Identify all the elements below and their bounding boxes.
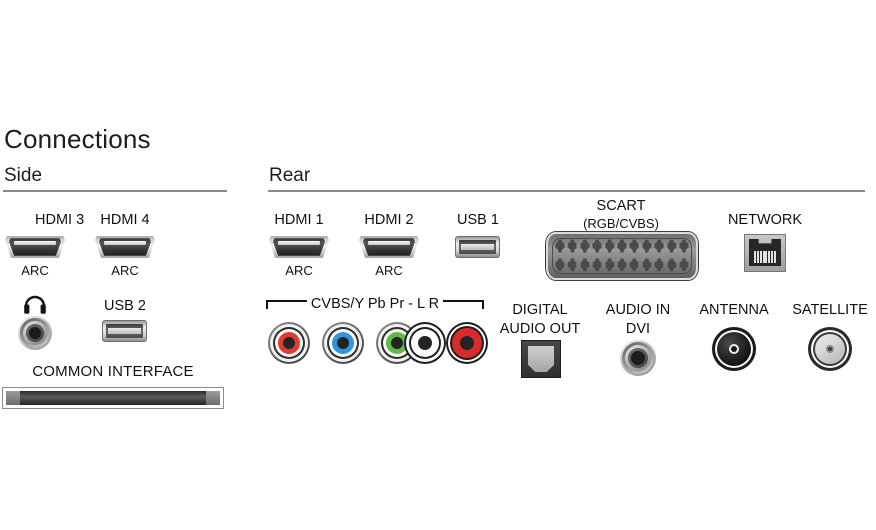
rj45-pin bbox=[768, 251, 771, 263]
scart-pin bbox=[592, 239, 603, 253]
audio-in-dvi-label-line1: AUDIO IN bbox=[605, 302, 671, 318]
scart-pin bbox=[592, 258, 603, 272]
rj45-icon bbox=[744, 234, 786, 272]
hdmi4-label: HDMI 4 bbox=[100, 212, 150, 228]
minijack-icon bbox=[620, 340, 656, 376]
digital-audio-out-port[interactable] bbox=[521, 340, 561, 378]
rj45-pin bbox=[756, 251, 759, 263]
ci-slot-icon bbox=[2, 387, 224, 409]
scart-pin bbox=[579, 258, 590, 272]
common-interface-label: COMMON INTERFACE bbox=[32, 363, 194, 380]
headphone-jack[interactable] bbox=[18, 316, 52, 350]
coax-icon bbox=[711, 326, 757, 372]
scart-pin bbox=[555, 258, 565, 272]
usb1-label: USB 1 bbox=[457, 212, 499, 228]
scart-pin bbox=[567, 258, 578, 272]
scart-pin bbox=[666, 239, 677, 253]
hdmi3-label: HDMI 3 bbox=[35, 212, 85, 228]
network-port[interactable] bbox=[744, 234, 786, 272]
rj45-pin bbox=[754, 251, 756, 263]
rca-jack-audio-l[interactable] bbox=[404, 322, 446, 364]
scart-pin bbox=[555, 239, 565, 253]
hdmi1-label: HDMI 1 bbox=[274, 212, 324, 228]
rj45-pin bbox=[773, 251, 776, 263]
rj45-pin bbox=[759, 251, 762, 263]
usb-icon bbox=[102, 320, 147, 342]
hdmi2-port[interactable] bbox=[359, 234, 419, 260]
antenna-port[interactable] bbox=[711, 326, 757, 372]
usb-icon bbox=[455, 236, 500, 258]
hdmi1-port[interactable] bbox=[269, 234, 329, 260]
hdmi-icon bbox=[269, 234, 329, 260]
hdmi2-arc-label: ARC bbox=[375, 263, 403, 278]
common-interface-slot[interactable] bbox=[2, 387, 224, 409]
minijack-icon bbox=[18, 316, 52, 350]
satellite-port[interactable] bbox=[807, 326, 853, 372]
scart-label: SCART bbox=[596, 198, 646, 214]
scart-pin bbox=[616, 239, 627, 253]
audio-in-dvi-port[interactable] bbox=[620, 340, 656, 376]
usb2-port[interactable] bbox=[102, 320, 147, 342]
toslink-icon bbox=[521, 340, 561, 378]
hdmi4-arc-label: ARC bbox=[111, 263, 139, 278]
hdmi-icon bbox=[359, 234, 419, 260]
scart-pin bbox=[678, 258, 689, 272]
scart-pin bbox=[641, 239, 652, 253]
component-bracket bbox=[266, 300, 484, 310]
scart-pin bbox=[641, 258, 652, 272]
scart-sublabel: (RGB/CVBS) bbox=[583, 216, 659, 231]
scart-pin bbox=[629, 258, 640, 272]
scart-pin bbox=[678, 239, 689, 253]
rca-icon bbox=[322, 322, 364, 364]
digital-audio-out-label-line1: DIGITAL bbox=[512, 302, 568, 318]
scart-pin bbox=[629, 239, 640, 253]
f-connector-icon bbox=[807, 326, 853, 372]
scart-pin bbox=[654, 258, 665, 272]
audio-in-dvi-label-line2: DVI bbox=[625, 321, 651, 337]
satellite-label: SATELLITE bbox=[792, 302, 868, 318]
network-label: NETWORK bbox=[727, 212, 803, 228]
rca-jack-cvbs-y[interactable] bbox=[268, 322, 310, 364]
rca-jack-audio-r[interactable] bbox=[446, 322, 488, 364]
usb1-port[interactable] bbox=[455, 236, 500, 258]
rear-section-heading: Rear bbox=[269, 165, 311, 186]
scart-pin bbox=[604, 239, 615, 253]
headphone-icon bbox=[22, 293, 48, 320]
antenna-label: ANTENNA bbox=[699, 302, 769, 318]
rca-icon bbox=[404, 322, 446, 364]
scart-pin bbox=[654, 239, 665, 253]
digital-audio-out-label-line2: AUDIO OUT bbox=[499, 321, 581, 337]
rca-icon bbox=[268, 322, 310, 364]
rca-jack-pb[interactable] bbox=[322, 322, 364, 364]
rear-section-divider bbox=[268, 190, 865, 192]
scart-pin bbox=[666, 258, 677, 272]
side-section-heading: Side bbox=[4, 165, 43, 186]
scart-icon bbox=[546, 232, 698, 280]
scart-port[interactable] bbox=[546, 232, 698, 280]
hdmi2-label: HDMI 2 bbox=[364, 212, 414, 228]
hdmi3-port[interactable] bbox=[5, 234, 65, 260]
hdmi3-arc-label: ARC bbox=[21, 263, 49, 278]
scart-pin bbox=[604, 258, 615, 272]
rj45-pin bbox=[765, 251, 768, 263]
rca-icon bbox=[446, 322, 488, 364]
scart-pin bbox=[616, 258, 627, 272]
scart-pin bbox=[579, 239, 590, 253]
hdmi1-arc-label: ARC bbox=[285, 263, 313, 278]
component-label: CVBS/Y Pb Pr - L R bbox=[306, 296, 444, 312]
page-title: Connections bbox=[4, 124, 151, 154]
hdmi4-port[interactable] bbox=[95, 234, 155, 260]
rj45-pin bbox=[762, 251, 765, 263]
hdmi-icon bbox=[95, 234, 155, 260]
hdmi-icon bbox=[5, 234, 65, 260]
rj45-pin bbox=[771, 251, 774, 263]
side-section-divider bbox=[3, 190, 227, 192]
scart-pin bbox=[567, 239, 578, 253]
usb2-label: USB 2 bbox=[104, 298, 146, 314]
